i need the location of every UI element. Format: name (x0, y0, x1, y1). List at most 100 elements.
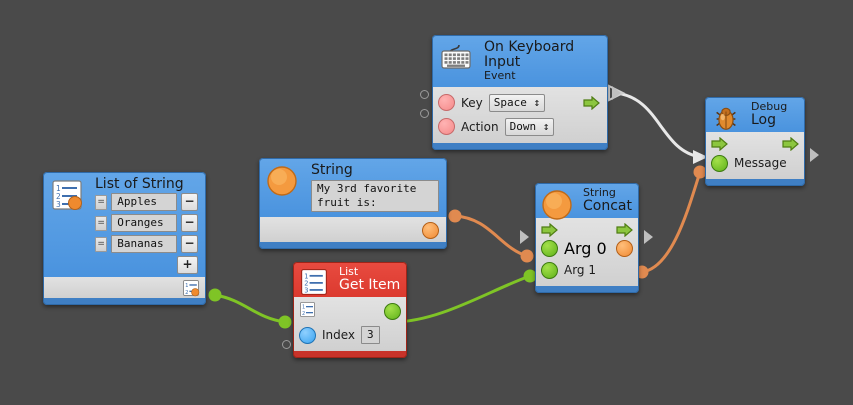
node-header-debug-log[interactable]: Debug Log (705, 97, 805, 132)
svg-text:2: 2 (185, 290, 188, 296)
action-dropdown[interactable]: Down ↕ (504, 117, 555, 136)
list-item[interactable]: = Oranges − (95, 214, 198, 233)
exec-out-concat[interactable] (616, 222, 633, 238)
exec-in-triangle-concat[interactable] (520, 230, 529, 244)
wire-keyboard-to-debug-exec (608, 84, 708, 164)
node-title-string-literal: String (311, 162, 353, 178)
svg-text:1: 1 (304, 272, 308, 280)
port-arg1[interactable] (541, 261, 558, 279)
port-arg0[interactable] (541, 239, 558, 257)
wire-list-to-getitem (208, 288, 292, 329)
port-row-index[interactable]: Index 3 (299, 325, 401, 346)
node-subtitle-debug-log: Debug (751, 100, 788, 113)
node-footer-string-concat (535, 285, 639, 293)
drag-handle-icon[interactable]: = (95, 194, 108, 210)
index-input[interactable]: 3 (361, 326, 380, 345)
list-items[interactable]: = Apples − = Oranges − = Bananas − + (95, 193, 198, 275)
exec-out-triangle-debug[interactable] (810, 148, 819, 162)
exec-in-concat[interactable] (541, 222, 558, 238)
node-footer-list-get-item (293, 350, 407, 358)
exec-in-debug[interactable] (711, 136, 728, 152)
node-on-keyboard-input[interactable]: On Keyboard Input Event Key Space ↕ Acti… (432, 35, 608, 151)
port-index[interactable] (299, 326, 316, 344)
hollow-port-key[interactable] (420, 90, 429, 99)
list-item-input-0[interactable]: Apples (111, 193, 177, 212)
port-label-arg0: Arg 0 (564, 238, 607, 258)
svg-text:1: 1 (56, 184, 61, 193)
svg-text:3: 3 (56, 200, 61, 209)
add-item-button[interactable]: + (177, 256, 198, 275)
list-item-input-2[interactable]: Bananas (111, 235, 177, 254)
wire-getitem-to-concat-arg1 (386, 269, 537, 329)
port-row-action[interactable]: Action Down ↕ (438, 116, 602, 137)
remove-item-button-1[interactable]: − (180, 214, 198, 233)
node-footer-string-literal (259, 242, 447, 250)
port-label-key: Key (461, 95, 483, 110)
wire-concat-to-debug-message (635, 165, 707, 279)
string-value-input[interactable]: My 3rd favorite fruit is: (311, 180, 439, 213)
svg-text:2: 2 (302, 311, 305, 317)
svg-text:1: 1 (302, 304, 305, 310)
node-string-literal[interactable]: String My 3rd favorite fruit is: (259, 158, 447, 250)
node-title-on-keyboard-input: On Keyboard Input (484, 39, 575, 71)
node-string-concat[interactable]: String Concat Arg 0 A (535, 183, 639, 293)
port-row-key[interactable]: Key Space ↕ (438, 92, 602, 113)
port-message[interactable] (711, 154, 728, 172)
node-footer-list-of-string (43, 298, 206, 306)
node-body-debug-log: Message (705, 131, 805, 179)
node-header-string-literal[interactable]: String My 3rd favorite fruit is: (259, 158, 447, 218)
node-title-list-get-item: Get Item (339, 276, 401, 293)
node-footer-on-keyboard-input (432, 143, 608, 151)
exec-out-debug[interactable] (782, 136, 799, 152)
node-header-on-keyboard-input[interactable]: On Keyboard Input Event (432, 35, 608, 88)
port-string-output[interactable] (422, 222, 439, 240)
string-orange-ball-icon (266, 165, 300, 199)
exec-out-triangle-keyboard[interactable] (612, 86, 621, 100)
string-orange-ball-icon (541, 189, 573, 221)
port-label-action: Action (461, 119, 499, 134)
port-row-arg1[interactable]: Arg 1 (541, 260, 633, 281)
keyboard-icon (439, 41, 473, 75)
port-label-arg1: Arg 1 (564, 263, 596, 278)
remove-item-button-2[interactable]: − (180, 235, 198, 254)
exec-out-keyboard[interactable] (583, 95, 600, 110)
list-item[interactable]: = Apples − (95, 193, 198, 212)
port-row-message[interactable]: Message (711, 153, 799, 174)
node-title-string-concat: Concat (583, 197, 632, 214)
list-item[interactable]: = Bananas − (95, 235, 198, 254)
key-dropdown[interactable]: Space ↕ (488, 93, 546, 112)
port-getitem-output[interactable] (384, 302, 401, 320)
node-body-string-concat: Arg 0 Arg 1 (535, 217, 639, 286)
node-subtitle-on-keyboard-input: Event (484, 69, 516, 83)
hollow-port-action[interactable] (420, 109, 429, 118)
remove-item-button-0[interactable]: − (180, 193, 198, 212)
node-header-string-concat[interactable]: String Concat (535, 183, 639, 221)
exec-out-triangle-concat[interactable] (644, 230, 653, 244)
drag-handle-icon[interactable]: = (95, 236, 108, 252)
port-concat-output[interactable] (616, 239, 633, 257)
node-footer-debug-log (705, 178, 805, 186)
node-body-on-keyboard-input: Key Space ↕ Action Down ↕ (432, 87, 608, 144)
node-title-debug-log: Log (751, 111, 777, 128)
port-label-message: Message (734, 156, 787, 171)
hollow-port-index[interactable] (282, 340, 291, 349)
node-title-list-of-string: List of String (95, 176, 184, 192)
list-item-input-1[interactable]: Oranges (111, 214, 177, 233)
drag-handle-icon[interactable]: = (95, 215, 108, 231)
node-subtitle-list-get-item: List (339, 265, 359, 278)
node-subtitle-string-concat: String (583, 186, 616, 199)
node-debug-log[interactable]: Debug Log Message (705, 97, 805, 186)
svg-text:2: 2 (56, 192, 61, 201)
port-key[interactable] (438, 94, 455, 112)
port-action[interactable] (438, 118, 455, 136)
